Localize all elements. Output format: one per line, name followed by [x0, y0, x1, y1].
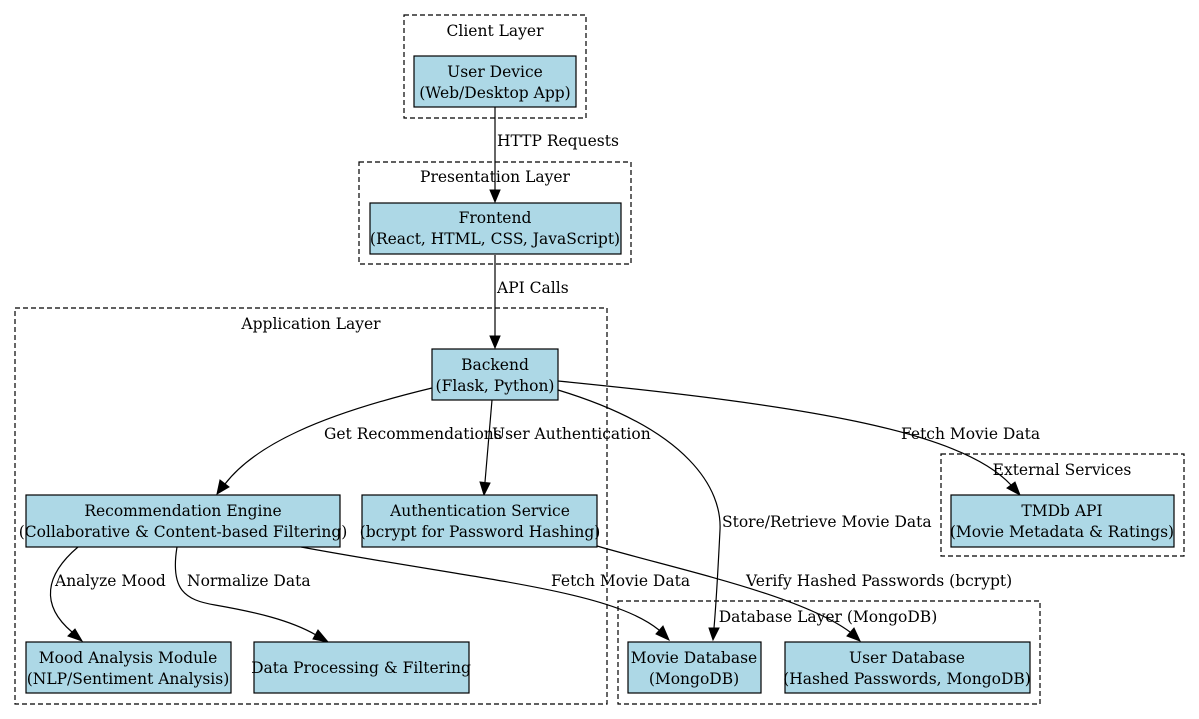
- node-data-processing: Data Processing & Filtering: [251, 641, 471, 694]
- node-frontend-subtitle: (React, HTML, CSS, JavaScript): [370, 230, 620, 248]
- edge-label-store-retrieve: Store/Retrieve Movie Data: [722, 513, 932, 531]
- node-user-device-subtitle: (Web/Desktop App): [419, 84, 570, 102]
- cluster-client-label: Client Layer: [447, 22, 545, 40]
- edge-label-fetch-movie-data-db: Fetch Movie Data: [551, 572, 690, 590]
- edge-label-user-authentication: User Authentication: [492, 425, 651, 443]
- node-auth-title: Authentication Service: [389, 502, 570, 520]
- edge-get-recommendations: Get Recommendations: [216, 387, 502, 496]
- node-backend-subtitle: (Flask, Python): [436, 377, 555, 395]
- edge-analyze-mood: Analyze Mood: [49, 546, 166, 642]
- edge-label-fetch-movie-data-tmdb: Fetch Movie Data: [901, 425, 1040, 443]
- node-auth-subtitle: (bcrypt for Password Hashing): [360, 523, 601, 541]
- node-userdb-title: User Database: [849, 649, 965, 667]
- edge-fetch-movie-data-tmdb: Fetch Movie Data: [557, 380, 1040, 497]
- node-frontend: Frontend (React, HTML, CSS, JavaScript): [369, 202, 622, 255]
- node-frontend-title: Frontend: [459, 209, 532, 227]
- node-mood-analysis: Mood Analysis Module (NLP/Sentiment Anal…: [25, 641, 232, 694]
- node-tmdb-title: TMDb API: [1021, 502, 1102, 520]
- edge-normalize-data: Normalize Data: [174, 546, 330, 643]
- edge-store-retrieve-movie-data: Store/Retrieve Movie Data: [557, 389, 932, 642]
- node-backend: Backend (Flask, Python): [431, 348, 559, 401]
- node-recommendation-title: Recommendation Engine: [84, 502, 281, 520]
- edge-label-analyze-mood: Analyze Mood: [54, 572, 166, 590]
- node-authentication-service: Authentication Service (bcrypt for Passw…: [360, 494, 601, 548]
- edge-api-calls: API Calls: [489, 255, 569, 350]
- node-moviedb-subtitle: (MongoDB): [649, 670, 739, 688]
- edge-label-http-requests: HTTP Requests: [497, 132, 619, 150]
- cluster-external-services: External Services: [940, 453, 1185, 557]
- node-recommendation-subtitle: (Collaborative & Content-based Filtering…: [19, 523, 348, 541]
- edge-fetch-movie-data-db: Fetch Movie Data: [300, 546, 690, 641]
- cluster-application-label: Application Layer: [240, 315, 381, 333]
- edge-label-normalize-data: Normalize Data: [187, 572, 311, 590]
- node-user-database: User Database (Hashed Passwords, MongoDB…: [783, 641, 1031, 694]
- node-tmdb-subtitle: (Movie Metadata & Ratings): [950, 523, 1174, 541]
- edge-verify-hashed-passwords: Verify Hashed Passwords (bcrypt): [596, 545, 1012, 642]
- node-userdb-subtitle: (Hashed Passwords, MongoDB): [783, 670, 1031, 688]
- node-mood-subtitle: (NLP/Sentiment Analysis): [27, 670, 230, 688]
- node-recommendation-engine: Recommendation Engine (Collaborative & C…: [19, 494, 348, 548]
- node-tmdb-api: TMDb API (Movie Metadata & Ratings): [950, 494, 1175, 548]
- node-movie-database: Movie Database (MongoDB): [627, 641, 762, 694]
- node-moviedb-title: Movie Database: [631, 649, 757, 667]
- node-dataproc-title: Data Processing & Filtering: [251, 659, 471, 677]
- edge-label-verify-hashed-passwords: Verify Hashed Passwords (bcrypt): [745, 572, 1012, 590]
- node-user-device-title: User Device: [447, 63, 543, 81]
- edge-label-api-calls: API Calls: [496, 279, 569, 297]
- node-mood-title: Mood Analysis Module: [39, 649, 218, 667]
- edge-label-get-recommendations: Get Recommendations: [324, 425, 502, 443]
- edge-http-requests: HTTP Requests: [489, 107, 619, 204]
- cluster-external-label: External Services: [993, 461, 1132, 479]
- cluster-application-layer: Application Layer: [14, 307, 608, 705]
- cluster-database-layer: Database Layer (MongoDB): [617, 600, 1041, 705]
- edge-user-authentication: User Authentication: [479, 399, 651, 497]
- node-backend-title: Backend: [461, 356, 529, 374]
- node-user-device: User Device (Web/Desktop App): [413, 55, 577, 108]
- cluster-database-label: Database Layer (MongoDB): [719, 608, 938, 626]
